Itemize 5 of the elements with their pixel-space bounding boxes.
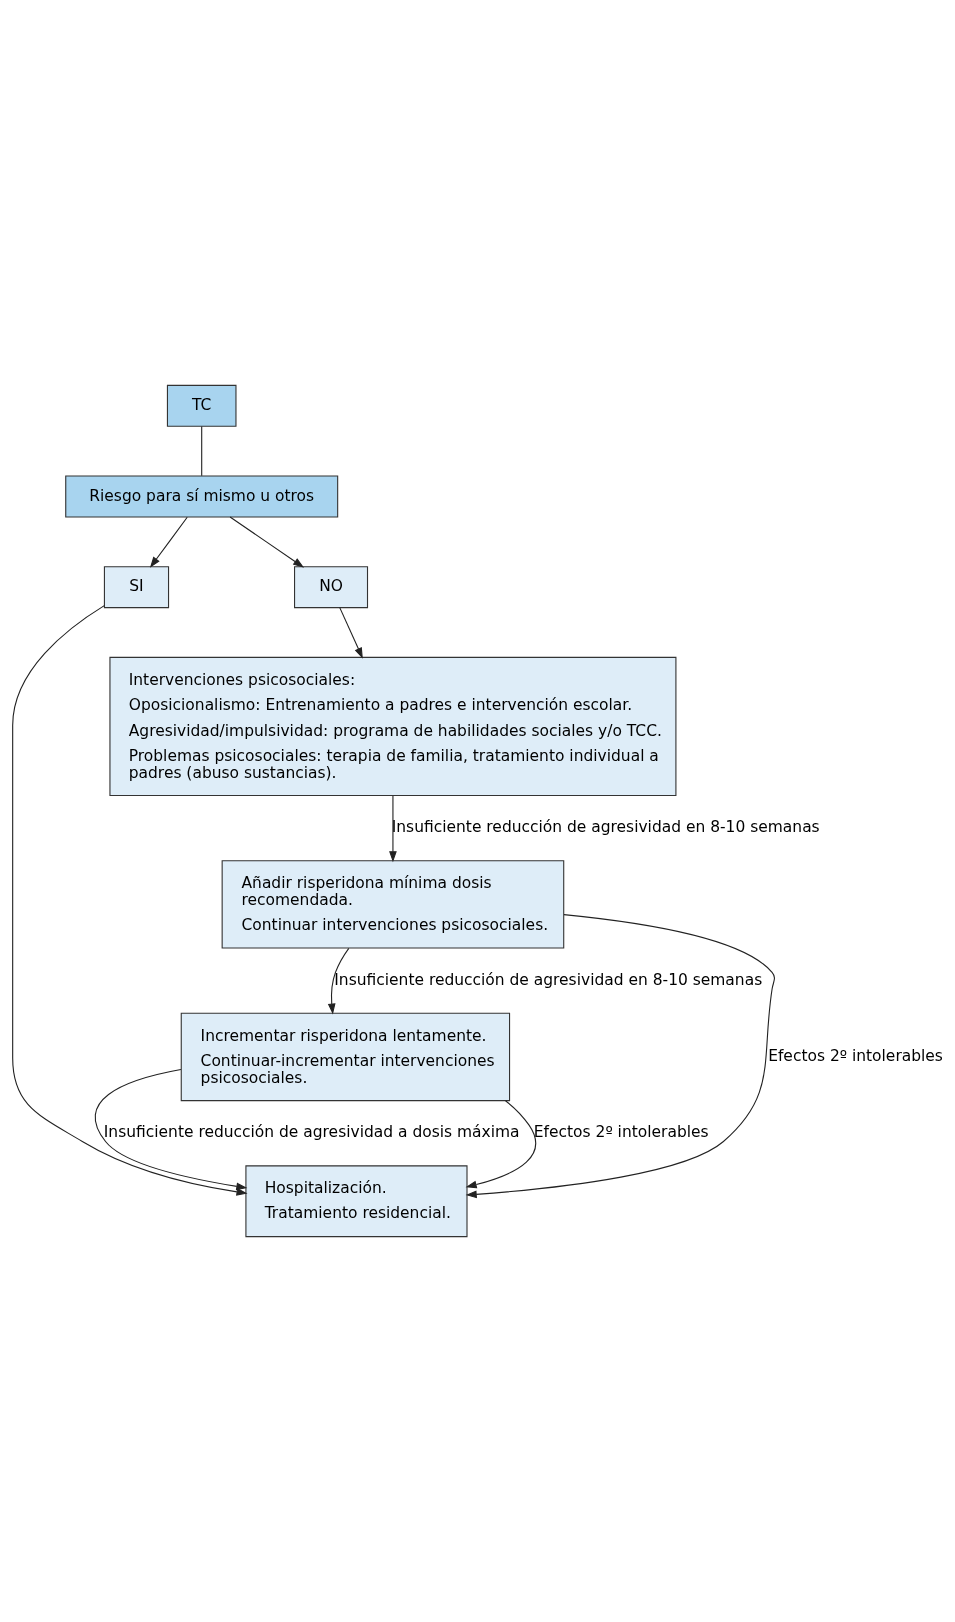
edge-label: Insuficiente reducción de agresividad en 8-10 semanas [334,970,763,989]
edge-label: Insuficiente reducción de agresividad en 8-10 semanas [391,818,820,837]
edge-label: Efectos 2º intolerables [533,1123,709,1142]
edge-label: Insuficiente reducción de agresividad a dosis máxima [103,1123,520,1142]
edge-label: Efectos 2º intolerables [768,1047,943,1066]
